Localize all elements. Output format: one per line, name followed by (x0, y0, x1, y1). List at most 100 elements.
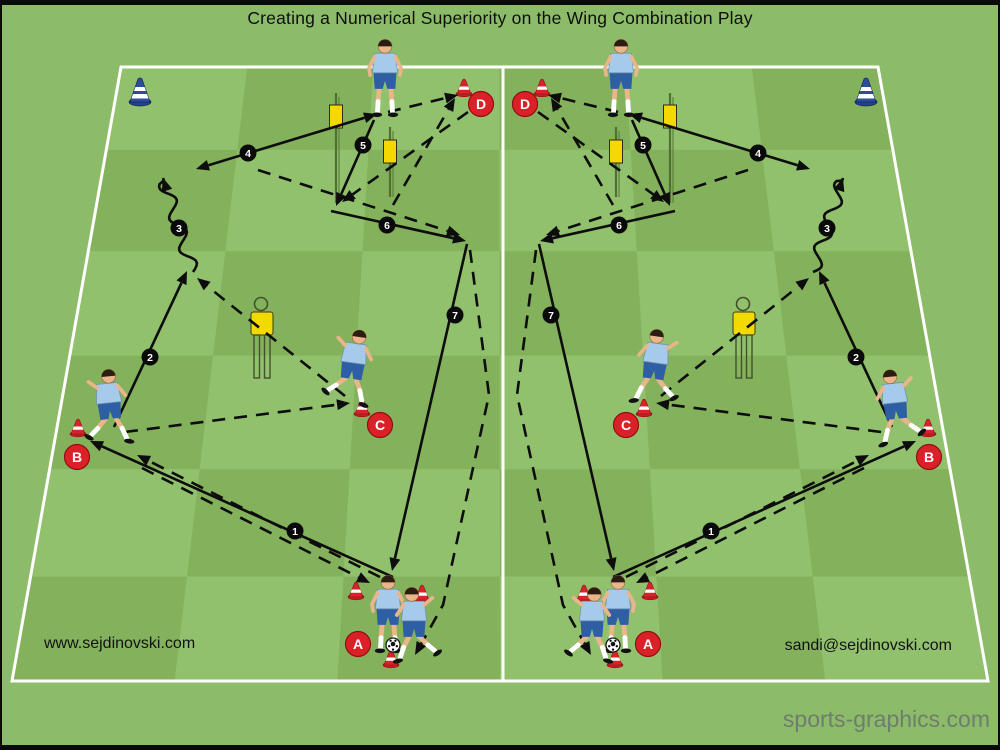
svg-text:2: 2 (147, 352, 153, 364)
number-marker: 4 (749, 144, 767, 162)
dashed-run-arrow (636, 466, 865, 583)
svg-text:5: 5 (360, 140, 366, 152)
number-marker: 2 (847, 348, 865, 366)
dashed-run-arrow (257, 168, 460, 237)
dashed-run-arrow (551, 98, 615, 206)
watermark-text: sports-graphics.com (782, 706, 990, 732)
checker-cell (362, 149, 500, 252)
frame-top (0, 0, 1000, 5)
dashed-run-arrow (391, 98, 455, 206)
email-text: sandi@sejdinovski.com (784, 637, 952, 654)
checker-cell (499, 469, 657, 577)
red-cone-icon (347, 581, 365, 601)
solid-pass-arrow (612, 441, 916, 579)
checker-cell (800, 469, 970, 577)
svg-text:C: C (621, 417, 631, 433)
dashed-run-arrow (548, 92, 619, 114)
red-cone-icon (641, 581, 659, 601)
svg-text:6: 6 (616, 220, 622, 232)
letter-marker: A (344, 630, 372, 658)
svg-text:3: 3 (824, 223, 830, 235)
dashed-run-arrow (660, 278, 809, 398)
svg-text:1: 1 (292, 526, 298, 538)
player (366, 39, 404, 118)
checker-cell (187, 469, 350, 577)
dashed-run-arrow (546, 168, 749, 237)
number-marker: 3 (170, 219, 188, 237)
dashed-run-arrow (124, 399, 350, 434)
checker-cell (656, 576, 826, 681)
solid-pass-arrow (336, 119, 376, 206)
checker-cell (761, 149, 911, 252)
blue-cone-icon (854, 77, 878, 107)
svg-text:D: D (520, 96, 530, 112)
red-cone-icon (69, 418, 87, 438)
blue-cone-icon (128, 77, 152, 107)
red-cone-icon (635, 398, 653, 418)
svg-text:C: C (375, 417, 385, 433)
red-cone-icon (455, 78, 473, 98)
svg-text:2: 2 (853, 352, 859, 364)
svg-text:B: B (924, 449, 934, 465)
training-pole (329, 93, 343, 203)
checker-cell (174, 576, 344, 681)
mannequin (732, 296, 756, 379)
checker-cell (12, 576, 187, 681)
svg-text:3: 3 (176, 223, 182, 235)
checker-cell (499, 355, 650, 470)
number-marker: 6 (378, 216, 396, 234)
mannequin (250, 296, 274, 379)
player (628, 329, 679, 403)
checker-cell (343, 469, 500, 577)
number-marker: 1 (702, 522, 720, 540)
checker-cell (237, 67, 374, 150)
player (321, 329, 374, 408)
letter-marker: C (612, 411, 640, 439)
training-pole (663, 93, 677, 203)
player (84, 369, 135, 444)
dashed-run-arrow (197, 278, 346, 398)
letter-marker: D (511, 90, 539, 118)
svg-text:7: 7 (548, 310, 554, 322)
soccer-ball-icon (385, 637, 401, 653)
number-marker: 2 (141, 348, 159, 366)
checker-cell (106, 67, 248, 150)
svg-text:B: B (72, 449, 82, 465)
dashed-run-arrow (515, 249, 591, 655)
frame-right (998, 0, 1000, 750)
checker-cell (630, 149, 774, 252)
player (602, 39, 640, 118)
number-marker: 4 (239, 144, 257, 162)
diagram-title: Creating a Numerical Superiority on the … (247, 8, 753, 28)
number-marker: 6 (610, 216, 628, 234)
letter-marker: B (63, 443, 91, 471)
svg-text:D: D (476, 96, 486, 112)
player (392, 587, 443, 664)
dashed-run-arrow (137, 455, 381, 579)
frame-left (0, 0, 2, 750)
checker-cell (30, 469, 200, 577)
training-pole (609, 127, 623, 197)
checker-cell (499, 67, 631, 150)
letter-marker: C (366, 411, 394, 439)
solid-pass-arrow (389, 243, 469, 571)
checker-cell (499, 251, 644, 356)
number-marker: 7 (446, 306, 464, 324)
dashed-run-arrow (387, 92, 458, 114)
dashed-run-arrow (625, 455, 869, 579)
svg-text:4: 4 (755, 148, 761, 160)
number-marker: 3 (818, 219, 836, 237)
letter-marker: A (634, 630, 662, 658)
player (563, 587, 614, 664)
checker-cell (349, 355, 500, 470)
number-marker: 1 (286, 522, 304, 540)
dashed-run-arrow (141, 466, 370, 583)
website-text: www.sejdinovski.com (44, 635, 196, 652)
number-marker: 7 (542, 306, 560, 324)
frame-bottom (0, 745, 1000, 750)
red-cone-icon (533, 78, 551, 98)
checker-cell (751, 67, 893, 150)
solid-pass-arrow (537, 243, 617, 571)
checker-cell (773, 251, 930, 356)
